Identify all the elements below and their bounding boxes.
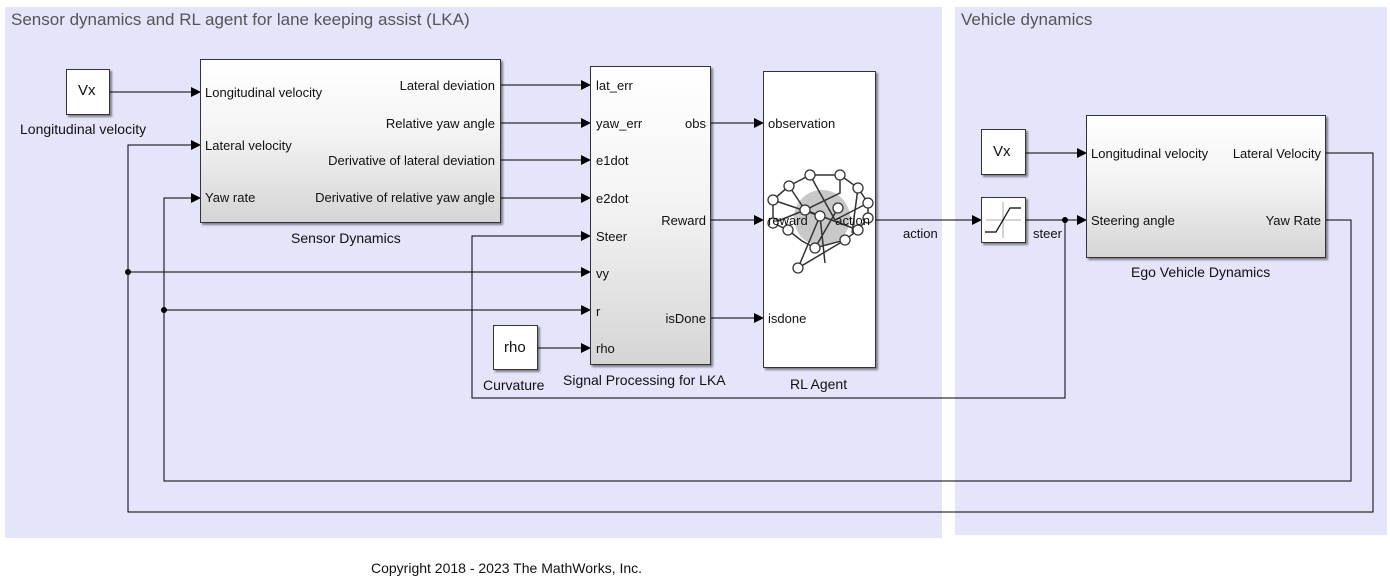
signal-input-port: yaw_err <box>596 116 643 131</box>
area-vehicle-dynamics[interactable] <box>955 7 1387 535</box>
vx-constant-caption: Longitudinal velocity <box>20 121 147 137</box>
signal-processing-caption: Signal Processing for LKA <box>563 372 726 388</box>
agent-input-port: reward <box>768 213 808 228</box>
sensor-output-port: Derivative of lateral deviation <box>328 153 495 168</box>
signal-output-port: Reward <box>661 213 706 228</box>
rho-constant-caption: Curvature <box>483 377 545 393</box>
signal-input-port: r <box>596 304 601 319</box>
vx-constant-right-value: Vx <box>993 143 1011 160</box>
signal-label-action: action <box>903 226 938 241</box>
signal-output-port: isDone <box>665 311 706 326</box>
branch-point-r <box>161 307 167 313</box>
sensor-input-port: Yaw rate <box>205 190 256 205</box>
sensor-output-port: Derivative of relative yaw angle <box>315 190 495 205</box>
ego-input-port: Longitudinal velocity <box>1091 146 1209 161</box>
ego-output-port: Lateral Velocity <box>1232 146 1321 161</box>
sensor-output-port: Relative yaw angle <box>385 116 495 131</box>
rho-constant-block[interactable] <box>493 325 538 370</box>
wire-steer-feedback <box>471 220 1066 399</box>
vx-constant-block[interactable] <box>66 69 110 115</box>
vx-constant-value: Vx <box>78 82 96 99</box>
sensor-input-port: Lateral velocity <box>205 138 292 153</box>
sensor-dynamics-caption: Sensor Dynamics <box>291 230 401 246</box>
signal-processing-block[interactable] <box>590 66 711 365</box>
saturation-icon <box>985 202 1021 238</box>
wire-lateral-velocity-feedback <box>127 140 1374 513</box>
sensor-dynamics-block[interactable] <box>200 59 501 223</box>
ego-vehicle-dynamics-block[interactable] <box>1086 115 1326 258</box>
agent-input-port: isdone <box>768 311 807 326</box>
signal-input-port: e2dot <box>596 191 629 206</box>
ego-output-port: Yaw Rate <box>1265 213 1321 228</box>
branch-point-steer <box>1062 217 1068 223</box>
signal-input-port: e1dot <box>596 153 629 168</box>
sensor-input-port: Longitudinal velocity <box>205 85 323 100</box>
agent-output-port: action <box>835 213 870 228</box>
signal-input-port: rho <box>596 341 615 356</box>
signal-label-steer: steer <box>1033 226 1062 241</box>
sensor-output-port: Lateral deviation <box>399 78 495 93</box>
neural-network-brain-icon <box>767 169 874 274</box>
area-vehicle-dynamics-title: Vehicle dynamics <box>961 10 1093 29</box>
signal-output-port: obs <box>685 116 706 131</box>
signal-input-port: vy <box>596 266 609 281</box>
vx-constant-right-block[interactable] <box>981 129 1026 175</box>
wire-yaw-rate-feedback <box>163 193 1352 482</box>
rho-constant-value: rho <box>504 339 526 356</box>
rl-agent-caption: RL Agent <box>790 376 848 392</box>
ego-input-port: Steering angle <box>1091 213 1175 228</box>
copyright-text: Copyright 2018 - 2023 The MathWorks, Inc… <box>371 560 643 576</box>
branch-point-vy <box>125 269 131 275</box>
signal-input-port: lat_err <box>596 78 633 93</box>
ego-vehicle-dynamics-caption: Ego Vehicle Dynamics <box>1131 264 1271 280</box>
area-sensor-rl-title: Sensor dynamics and RL agent for lane ke… <box>11 10 470 29</box>
agent-input-port: observation <box>768 116 836 131</box>
signal-input-port: Steer <box>596 229 628 244</box>
